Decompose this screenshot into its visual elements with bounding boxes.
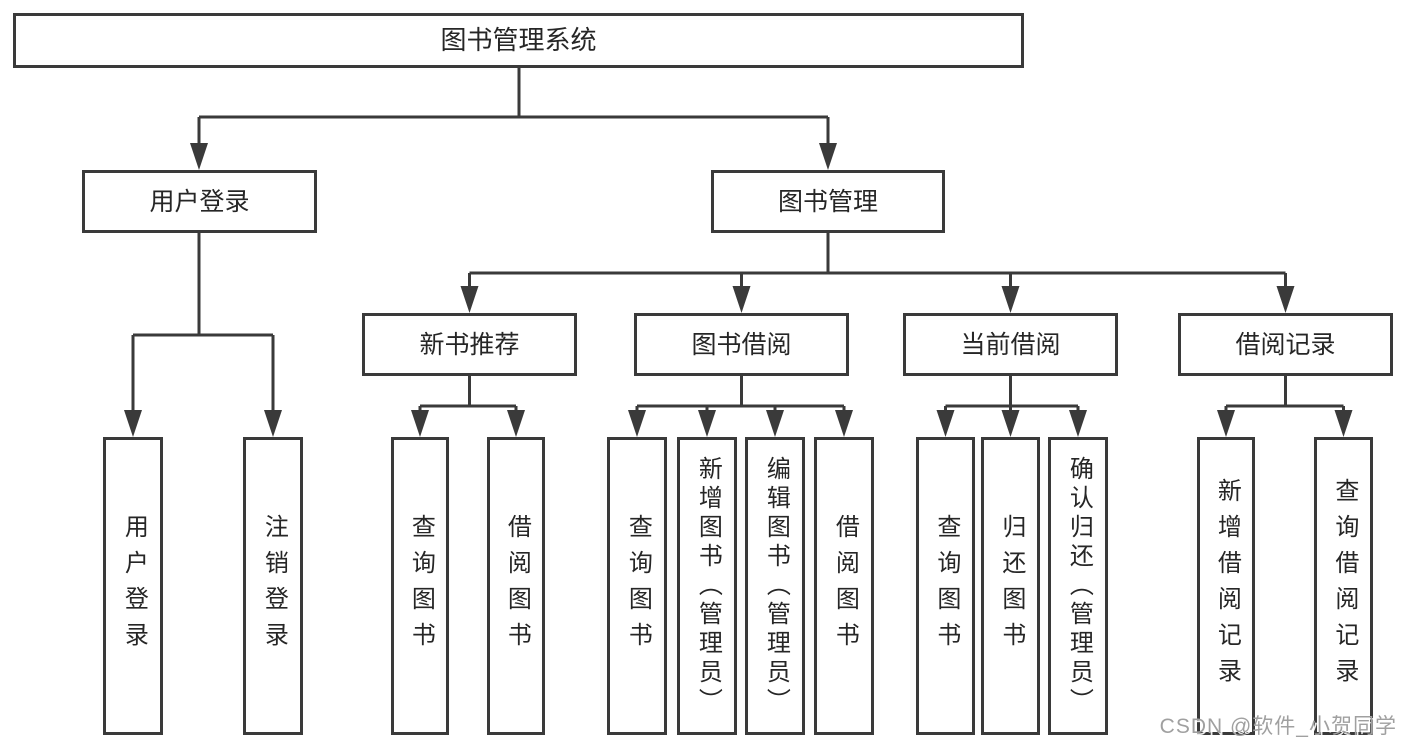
node-add-books-admin: 新增图书（管理员）	[677, 437, 737, 735]
node-label: 查询图书	[932, 514, 960, 658]
node-current-borrowing: 当前借阅	[903, 313, 1118, 376]
node-borrowing-query-books: 查询图书	[607, 437, 667, 735]
node-label: 确认归还（管理员）	[1065, 455, 1093, 717]
node-user-login-branch: 用户登录	[82, 170, 317, 233]
node-library-management-system: 图书管理系统	[13, 13, 1024, 68]
node-label: 用户登录	[120, 514, 148, 658]
node-new-book-recommendation: 新书推荐	[362, 313, 577, 376]
node-label: 用户登录	[149, 187, 250, 216]
arrowheads	[124, 143, 1353, 437]
node-label: 借阅记录	[1235, 330, 1336, 359]
node-label: 借阅图书	[503, 514, 531, 658]
node-label: 查询图书	[624, 514, 652, 658]
node-confirm-return-admin: 确认归还（管理员）	[1048, 437, 1108, 735]
node-book-borrowing: 图书借阅	[634, 313, 849, 376]
node-current-query-books: 查询图书	[916, 437, 975, 735]
node-label: 新增借阅记录	[1213, 478, 1241, 694]
node-query-borrow-record: 查询借阅记录	[1314, 437, 1373, 735]
node-label: 图书管理系统	[440, 24, 597, 55]
node-borrow-books-leaf: 借阅图书	[814, 437, 874, 735]
node-user-login-leaf: 用户登录	[103, 437, 163, 735]
node-label: 新书推荐	[419, 330, 520, 359]
node-label: 图书借阅	[691, 330, 792, 359]
csdn-watermark: CSDN @软件_小贺同学	[1159, 715, 1397, 738]
node-borrowing-records: 借阅记录	[1178, 313, 1393, 376]
node-label: 当前借阅	[960, 330, 1061, 359]
node-label: 归还图书	[997, 514, 1025, 658]
node-label: 借阅图书	[831, 514, 859, 658]
node-add-borrow-record: 新增借阅记录	[1197, 437, 1255, 735]
node-book-management-branch: 图书管理	[711, 170, 945, 233]
node-label: 注销登录	[260, 514, 288, 658]
node-logout-leaf: 注销登录	[243, 437, 303, 735]
node-recommend-borrow-books: 借阅图书	[487, 437, 545, 735]
node-recommend-query-books: 查询图书	[391, 437, 449, 735]
node-edit-books-admin: 编辑图书（管理员）	[745, 437, 805, 735]
node-label: 编辑图书（管理员）	[762, 455, 790, 717]
node-return-books: 归还图书	[981, 437, 1040, 735]
node-label: 图书管理	[777, 187, 878, 216]
node-label: 查询借阅记录	[1330, 478, 1358, 694]
node-label: 新增图书（管理员）	[694, 455, 722, 717]
node-label: 查询图书	[407, 514, 435, 658]
